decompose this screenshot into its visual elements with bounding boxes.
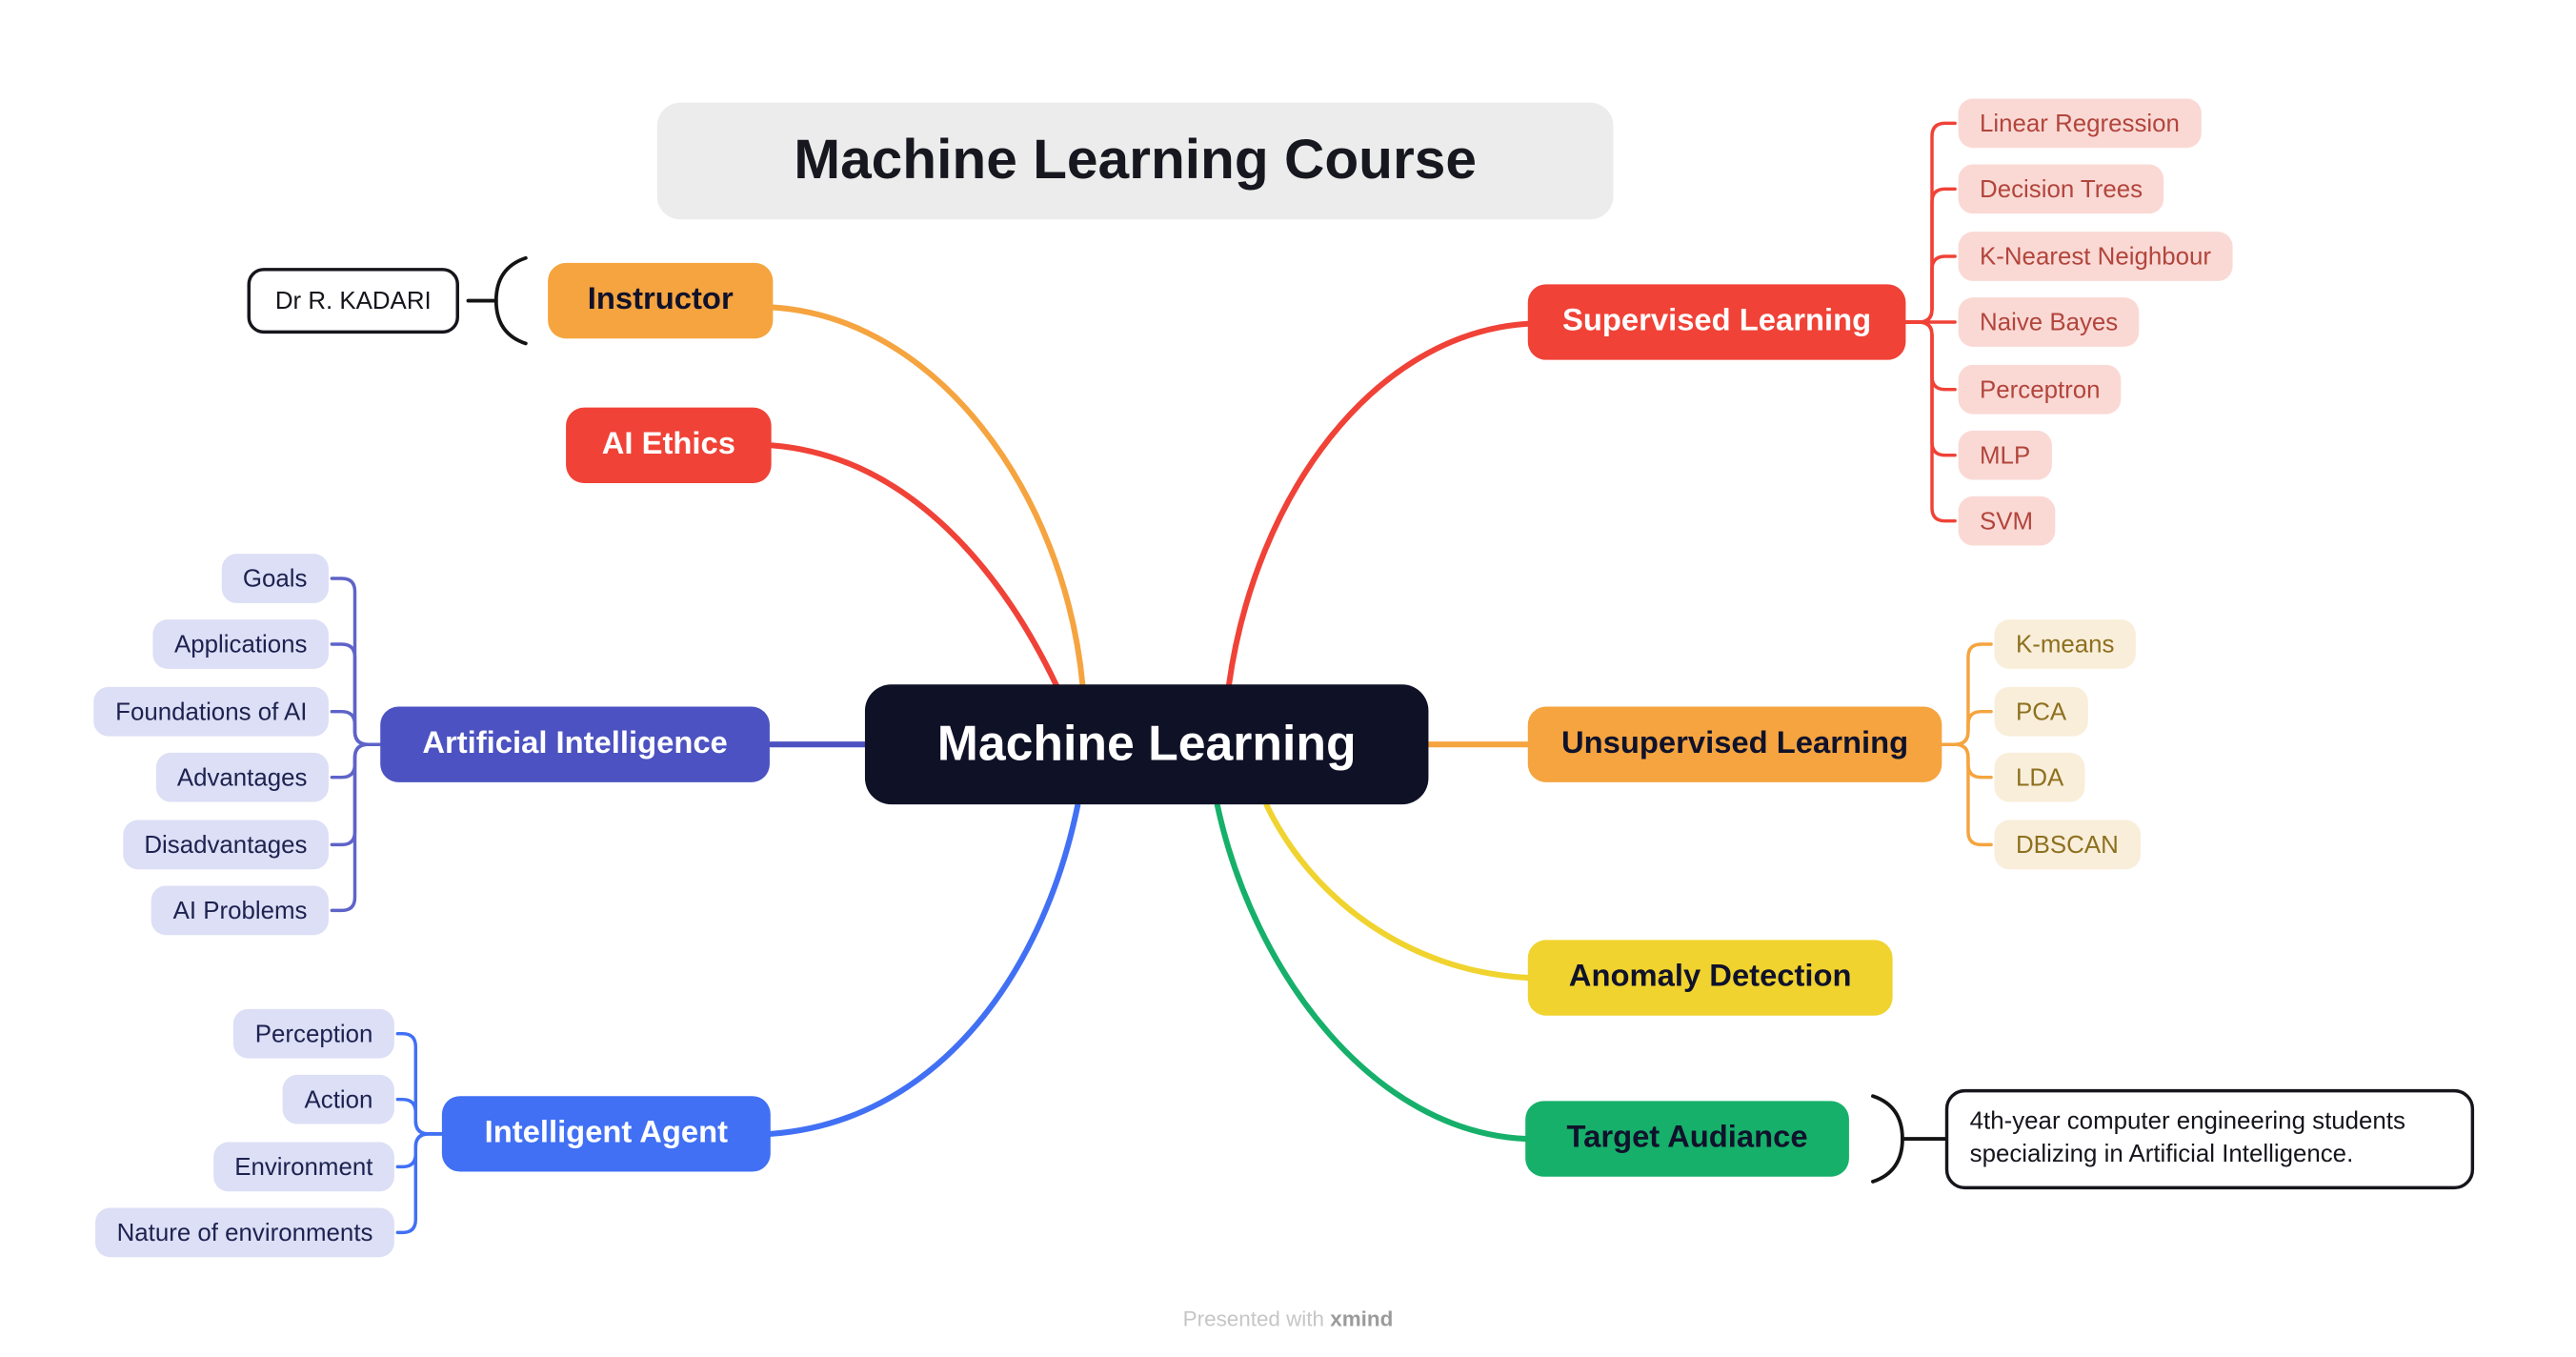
topic-perception[interactable]: Perception <box>233 1008 394 1059</box>
topic-foundations-of-ai[interactable]: Foundations of AI <box>93 686 329 737</box>
topic-advantages[interactable]: Advantages <box>155 752 329 802</box>
topic-supervised-learning[interactable]: Supervised Learning <box>1527 284 1906 360</box>
topic-ai-ethics[interactable]: AI Ethics <box>566 407 772 484</box>
connector-sup-knn <box>1903 254 1957 324</box>
watermark-prefix: Presented with <box>1182 1306 1324 1331</box>
topic-action[interactable]: Action <box>283 1074 394 1124</box>
topic-applications[interactable]: Applications <box>152 619 329 669</box>
topic-unsupervised-learning[interactable]: Unsupervised Learning <box>1527 706 1942 782</box>
connector-sup-linear-regression <box>1903 121 1957 324</box>
topic-naive-bayes[interactable]: Naive Bayes <box>1958 297 2140 347</box>
map-title[interactable]: Machine Learning Course <box>656 102 1614 220</box>
summary-brace-target <box>1871 1094 1904 1184</box>
connector-unsup-dbscan <box>1940 742 1993 847</box>
topic-mlp[interactable]: MLP <box>1958 430 2052 480</box>
watermark: Presented with xmind <box>0 1306 2576 1331</box>
topic-goals[interactable]: Goals <box>221 554 329 603</box>
topic-pca[interactable]: PCA <box>1994 686 2088 737</box>
connector-sup-svm <box>1903 320 1957 523</box>
topic-k-means[interactable]: K-means <box>1994 619 2136 669</box>
central-topic[interactable]: Machine Learning <box>864 684 1429 805</box>
xmind-logo-text: xmind <box>1330 1306 1394 1331</box>
connector-ai-problems <box>330 742 383 913</box>
topic-anomaly-detection[interactable]: Anomaly Detection <box>1527 940 1893 1016</box>
topic-intelligent-agent[interactable]: Intelligent Agent <box>441 1096 771 1172</box>
connector-anomaly-detection <box>1263 801 1531 982</box>
connector-intelligent-agent <box>767 801 1081 1137</box>
summary-brace-instructor <box>493 255 528 346</box>
topic-dbscan[interactable]: DBSCAN <box>1994 820 2141 870</box>
topic-nature-of-environments[interactable]: Nature of environments <box>95 1207 394 1258</box>
connector-ai-ethics <box>769 442 1059 689</box>
topic-lda[interactable]: LDA <box>1994 752 2085 802</box>
connector-agent-nature <box>395 1132 444 1235</box>
connector-agent-perception <box>395 1031 444 1136</box>
connector-target-audience <box>1214 801 1530 1143</box>
topic-decision-trees[interactable]: Decision Trees <box>1958 164 2164 214</box>
summary-target-audience-note[interactable]: 4th-year computer engineering students s… <box>1944 1088 2475 1189</box>
topic-environment[interactable]: Environment <box>212 1142 394 1192</box>
topic-svm[interactable]: SVM <box>1958 496 2055 546</box>
summary-instructor-name[interactable]: Dr R. KADARI <box>247 268 460 334</box>
topic-k-nearest-neighbour[interactable]: K-Nearest Neighbour <box>1958 232 2233 281</box>
connector-instructor <box>769 304 1086 689</box>
topic-target-audience[interactable]: Target Audiance <box>1525 1101 1849 1177</box>
connector-agent-action <box>395 1097 444 1136</box>
topic-artificial-intelligence[interactable]: Artificial Intelligence <box>380 706 770 782</box>
topic-linear-regression[interactable]: Linear Regression <box>1958 98 2202 149</box>
topic-ai-problems[interactable]: AI Problems <box>151 885 329 936</box>
connector-supervised-learning <box>1225 320 1531 689</box>
topic-disadvantages[interactable]: Disadvantages <box>122 820 329 870</box>
topic-perceptron[interactable]: Perceptron <box>1958 364 2122 415</box>
topic-instructor[interactable]: Instructor <box>548 262 774 339</box>
